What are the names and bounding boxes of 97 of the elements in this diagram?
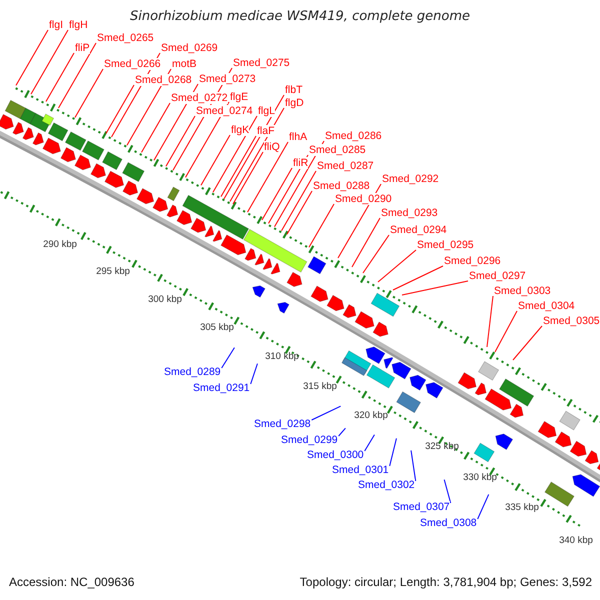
- leader-line: [247, 142, 288, 213]
- gene-label: Smed_0269: [161, 42, 218, 54]
- leader-line: [126, 68, 172, 146]
- scale-label: 325 kbp: [425, 441, 459, 453]
- gene-label: Smed_0293: [381, 207, 438, 219]
- leader-line: [444, 479, 452, 504]
- leader-line: [352, 218, 380, 268]
- leader-line: [494, 310, 518, 352]
- leader-line: [250, 363, 258, 384]
- leader-line: [74, 68, 104, 118]
- leader-line: [232, 152, 264, 204]
- gene-label: fliP: [75, 42, 90, 54]
- leader-line: [364, 434, 375, 452]
- gene-label: Smed_0292: [382, 173, 439, 185]
- leader-line: [16, 30, 48, 86]
- scale-label: 330 kbp: [463, 472, 497, 484]
- leader-line: [58, 42, 96, 108]
- leader-line: [311, 406, 342, 420]
- leader-line: [220, 136, 256, 198]
- gene-label: Smed_0305: [543, 315, 600, 327]
- gene-label: Smed_0297: [469, 270, 526, 282]
- leader-line: [308, 204, 334, 248]
- gene-label: Smed_0301: [332, 464, 389, 476]
- leader-line: [224, 94, 284, 200]
- leader-line: [200, 134, 230, 186]
- gene-label: motB: [172, 58, 197, 70]
- gene-label: Smed_0300: [307, 449, 364, 461]
- leader-line: [512, 326, 542, 360]
- gene-label: flgH: [69, 19, 88, 31]
- scale-label: 335 kbp: [505, 502, 539, 514]
- leader-line: [378, 250, 416, 282]
- scale-label: 300 kbp: [148, 294, 182, 306]
- gene-label: fliQ: [264, 141, 280, 153]
- scale-label: 320 kbp: [354, 410, 388, 422]
- gene-label: flbT: [285, 84, 303, 96]
- scale-label: 290 kbp: [43, 239, 77, 251]
- gene-label: Smed_0272: [171, 92, 228, 104]
- gene-label: Smed_0299: [281, 434, 338, 446]
- gene-label: Smed_0291: [193, 382, 250, 394]
- gene-label: Smed_0266: [104, 58, 161, 70]
- gene-label: Smed_0274: [196, 105, 253, 117]
- gene-label: flgD: [285, 97, 304, 109]
- leader-line: [392, 266, 444, 290]
- gene-label: Smed_0273: [199, 73, 256, 85]
- gene-label: fliR: [293, 157, 308, 169]
- leader-line: [281, 170, 316, 232]
- title: Sinorhizobium medicae WSM419, complete genome: [128, 11, 472, 23]
- gene-label: Smed_0302: [358, 479, 415, 491]
- leader-line: [338, 428, 346, 436]
- gene-label: flaF: [257, 125, 275, 137]
- gene-label: Smed_0289: [164, 366, 221, 378]
- leader-line: [141, 102, 170, 153]
- leader-line: [410, 450, 416, 482]
- gene-label: flgE: [230, 91, 248, 103]
- leader-line: [389, 438, 397, 466]
- leader-line: [274, 140, 324, 228]
- scale-label: 340 kbp: [559, 535, 593, 547]
- gene-label: Smed_0268: [135, 74, 192, 86]
- gene-label: Smed_0290: [335, 193, 392, 205]
- gene-label: Smed_0288: [313, 180, 370, 192]
- gene-label: Smed_0265: [97, 32, 154, 44]
- gene-label: flhA: [289, 131, 308, 143]
- gene-label: flgI: [49, 19, 64, 31]
- leader-line: [477, 494, 490, 520]
- scale-label: 315 kbp: [303, 381, 337, 393]
- gene-label: flgK: [231, 124, 250, 136]
- gene-label: Smed_0275: [233, 57, 290, 69]
- gene-label: flgL: [258, 105, 275, 117]
- scale-label: 305 kbp: [200, 322, 234, 334]
- leader-line: [486, 296, 494, 348]
- leader-line: [268, 154, 308, 224]
- leader-line: [46, 52, 74, 102]
- leader-line: [286, 190, 312, 235]
- gene-label: Smed_0298: [254, 418, 311, 430]
- leader-line: [212, 116, 258, 193]
- scale-label: 295 kbp: [96, 266, 130, 278]
- leader-line: [230, 108, 284, 202]
- leader-line: [402, 280, 468, 296]
- leader-line: [262, 168, 292, 220]
- leader-line: [166, 116, 196, 167]
- leader-line: [106, 84, 134, 134]
- gene-label: Smed_0296: [444, 255, 501, 267]
- genome-info-text: Topology: circular; Length: 3,781,904 bp; Genes: 3,592: [300, 576, 592, 588]
- gene-label: Smed_0307: [393, 501, 450, 513]
- gene-label: Smed_0285: [309, 144, 366, 156]
- leader-line: [362, 234, 390, 274]
- accession-text: Accession: NC_009636: [9, 576, 134, 588]
- gene-label: Smed_0294: [390, 224, 447, 236]
- gene-label: Smed_0303: [494, 285, 551, 297]
- scale-label: 310 kbp: [265, 351, 299, 363]
- gene-label: Smed_0308: [420, 517, 477, 529]
- leader-line: [30, 30, 68, 95]
- gene-label: Smed_0295: [417, 239, 474, 251]
- gene-label: Smed_0286: [325, 130, 382, 142]
- leader-line: [221, 347, 235, 368]
- gene-label: Smed_0304: [518, 300, 575, 312]
- gene-label: Smed_0287: [317, 160, 374, 172]
